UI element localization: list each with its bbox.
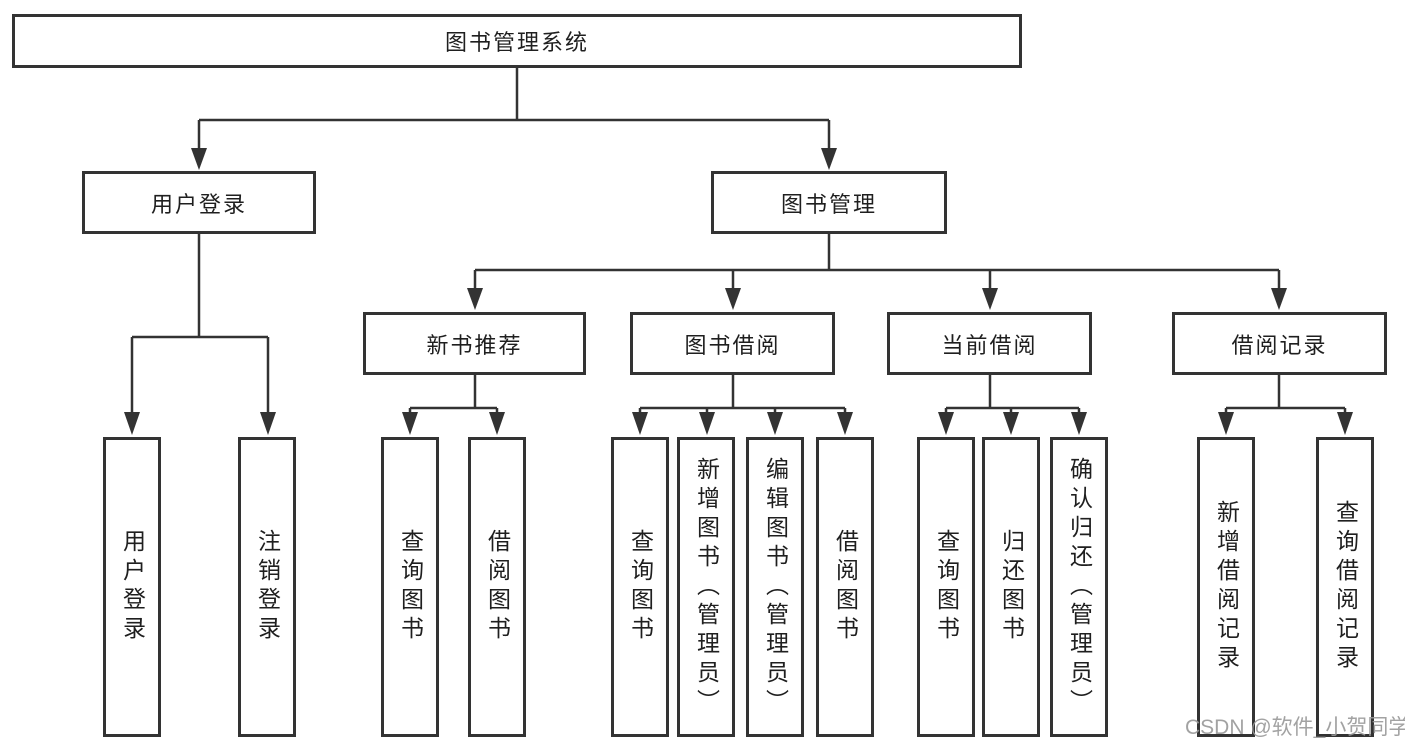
connector-root-to-branches (191, 68, 837, 170)
node-new-book-recommend: 新书推荐 (363, 312, 586, 375)
leaf-query-books-borrow-label: 查询图书 (627, 529, 654, 645)
connector-current-to-leaves (938, 375, 1087, 435)
leaf-add-borrow-record: 新增借阅记录 (1197, 437, 1255, 737)
node-library-system-label: 图书管理系统 (444, 30, 589, 55)
node-book-management-label: 图书管理 (780, 191, 877, 217)
node-current-borrow: 当前借阅 (887, 312, 1092, 375)
leaf-add-borrow-record-label: 新增借阅记录 (1213, 500, 1240, 674)
node-borrow-records-label: 借阅记录 (1231, 332, 1328, 358)
leaf-confirm-return-admin-label: 确认归还（管理员） (1066, 456, 1093, 718)
leaf-query-borrow-record-label: 查询借阅记录 (1332, 500, 1359, 674)
leaf-add-books-admin: 新增图书（管理员） (677, 437, 735, 737)
connector-records-to-leaves (1218, 375, 1353, 435)
leaf-borrow-books-label: 借阅图书 (832, 529, 859, 645)
leaf-query-borrow-record: 查询借阅记录 (1316, 437, 1374, 737)
node-library-system: 图书管理系统 (12, 14, 1022, 68)
watermark: CSDN @软件_小贺同学 (1185, 716, 1405, 739)
leaf-add-books-admin-label: 新增图书（管理员） (693, 456, 720, 718)
leaf-return-books-label: 归还图书 (998, 529, 1025, 645)
leaf-logout: 注销登录 (238, 437, 296, 737)
leaf-query-books-current-label: 查询图书 (933, 529, 960, 645)
leaf-edit-books-admin-label: 编辑图书（管理员） (762, 456, 789, 718)
node-book-management: 图书管理 (711, 171, 947, 234)
leaf-query-books-recommend: 查询图书 (381, 437, 439, 737)
leaf-borrow-books-recommend-label: 借阅图书 (484, 529, 511, 645)
connector-bookmgmt-to-modules (467, 234, 1287, 310)
node-book-borrow-label: 图书借阅 (684, 332, 781, 358)
node-new-book-recommend-label: 新书推荐 (426, 332, 523, 358)
leaf-query-books-borrow: 查询图书 (611, 437, 669, 737)
leaf-query-books-recommend-label: 查询图书 (397, 529, 424, 645)
node-user-login-branch: 用户登录 (82, 171, 316, 234)
node-current-borrow-label: 当前借阅 (941, 332, 1038, 358)
leaf-user-login: 用户登录 (103, 437, 161, 737)
leaf-borrow-books: 借阅图书 (816, 437, 874, 737)
leaf-user-login-label: 用户登录 (119, 529, 146, 645)
leaf-confirm-return-admin: 确认归还（管理员） (1050, 437, 1108, 737)
node-borrow-records: 借阅记录 (1172, 312, 1387, 375)
leaf-borrow-books-recommend: 借阅图书 (468, 437, 526, 737)
connector-recommend-to-leaves (402, 375, 505, 435)
node-user-login-branch-label: 用户登录 (150, 191, 247, 217)
node-book-borrow: 图书借阅 (630, 312, 835, 375)
leaf-logout-label: 注销登录 (254, 529, 281, 645)
leaf-query-books-current: 查询图书 (917, 437, 975, 737)
leaf-edit-books-admin: 编辑图书（管理员） (746, 437, 804, 737)
connector-borrow-to-leaves (632, 375, 853, 435)
leaf-return-books: 归还图书 (982, 437, 1040, 737)
connector-userlogin-to-leaves (124, 234, 276, 435)
